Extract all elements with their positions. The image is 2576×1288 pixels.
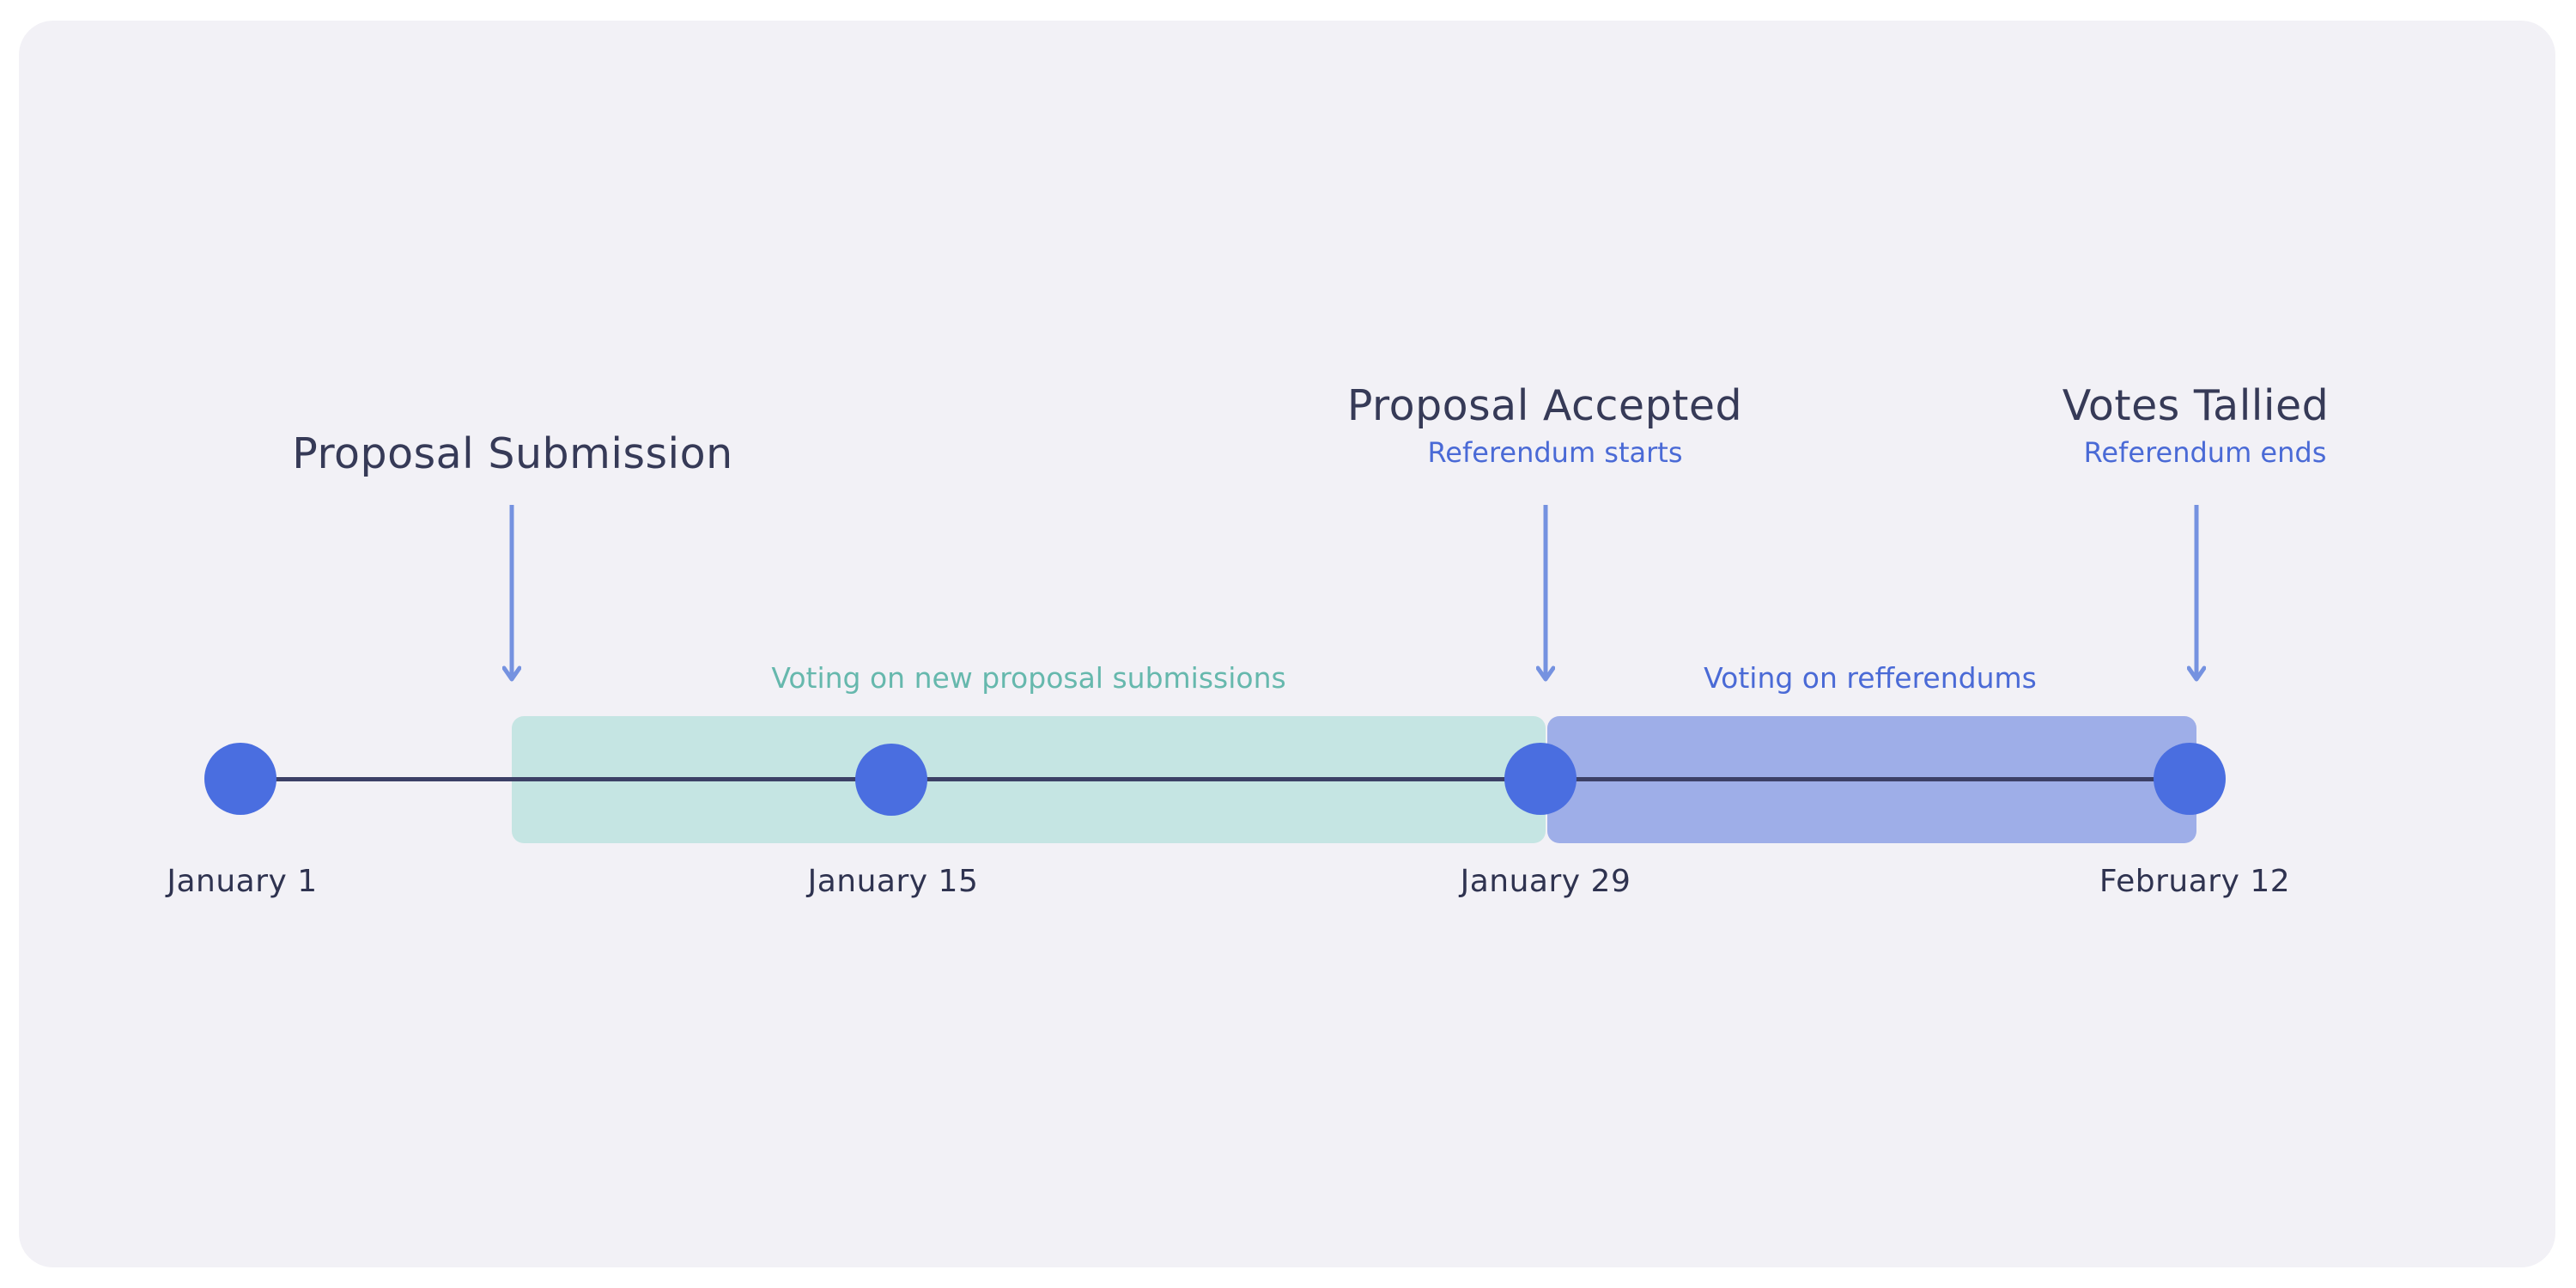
milestone-date-february-12: February 12	[2099, 864, 2291, 899]
event-title-votes-tallied: Votes Tallied	[2062, 381, 2330, 430]
milestone-dot-february-12	[2154, 743, 2226, 815]
milestone-dot-january-15	[855, 744, 927, 816]
event-subtitle-referendum-starts: Referendum starts	[1427, 436, 1683, 469]
milestone-dot-january-29	[1504, 743, 1577, 815]
milestone-dot-january-1	[204, 743, 276, 815]
milestone-date-january-1: January 1	[167, 864, 318, 899]
arrow-down-icon	[1536, 505, 1555, 682]
phase-label-proposal-voting: Voting on new proposal submissions	[771, 661, 1286, 695]
milestone-date-january-29: January 29	[1460, 864, 1631, 899]
event-subtitle-referendum-ends: Referendum ends	[2083, 436, 2327, 469]
phase-label-referendum-voting: Voting on refferendums	[1704, 661, 2037, 695]
milestone-date-january-15: January 15	[807, 864, 979, 899]
arrow-down-icon	[2187, 505, 2206, 682]
event-title-proposal-submission: Proposal Submission	[292, 429, 733, 478]
arrow-down-icon	[502, 505, 521, 682]
event-title-proposal-accepted: Proposal Accepted	[1346, 381, 1743, 430]
timeline-card: January 1 January 15 January 29 February…	[19, 21, 2555, 1267]
timeline-line	[240, 777, 2215, 781]
